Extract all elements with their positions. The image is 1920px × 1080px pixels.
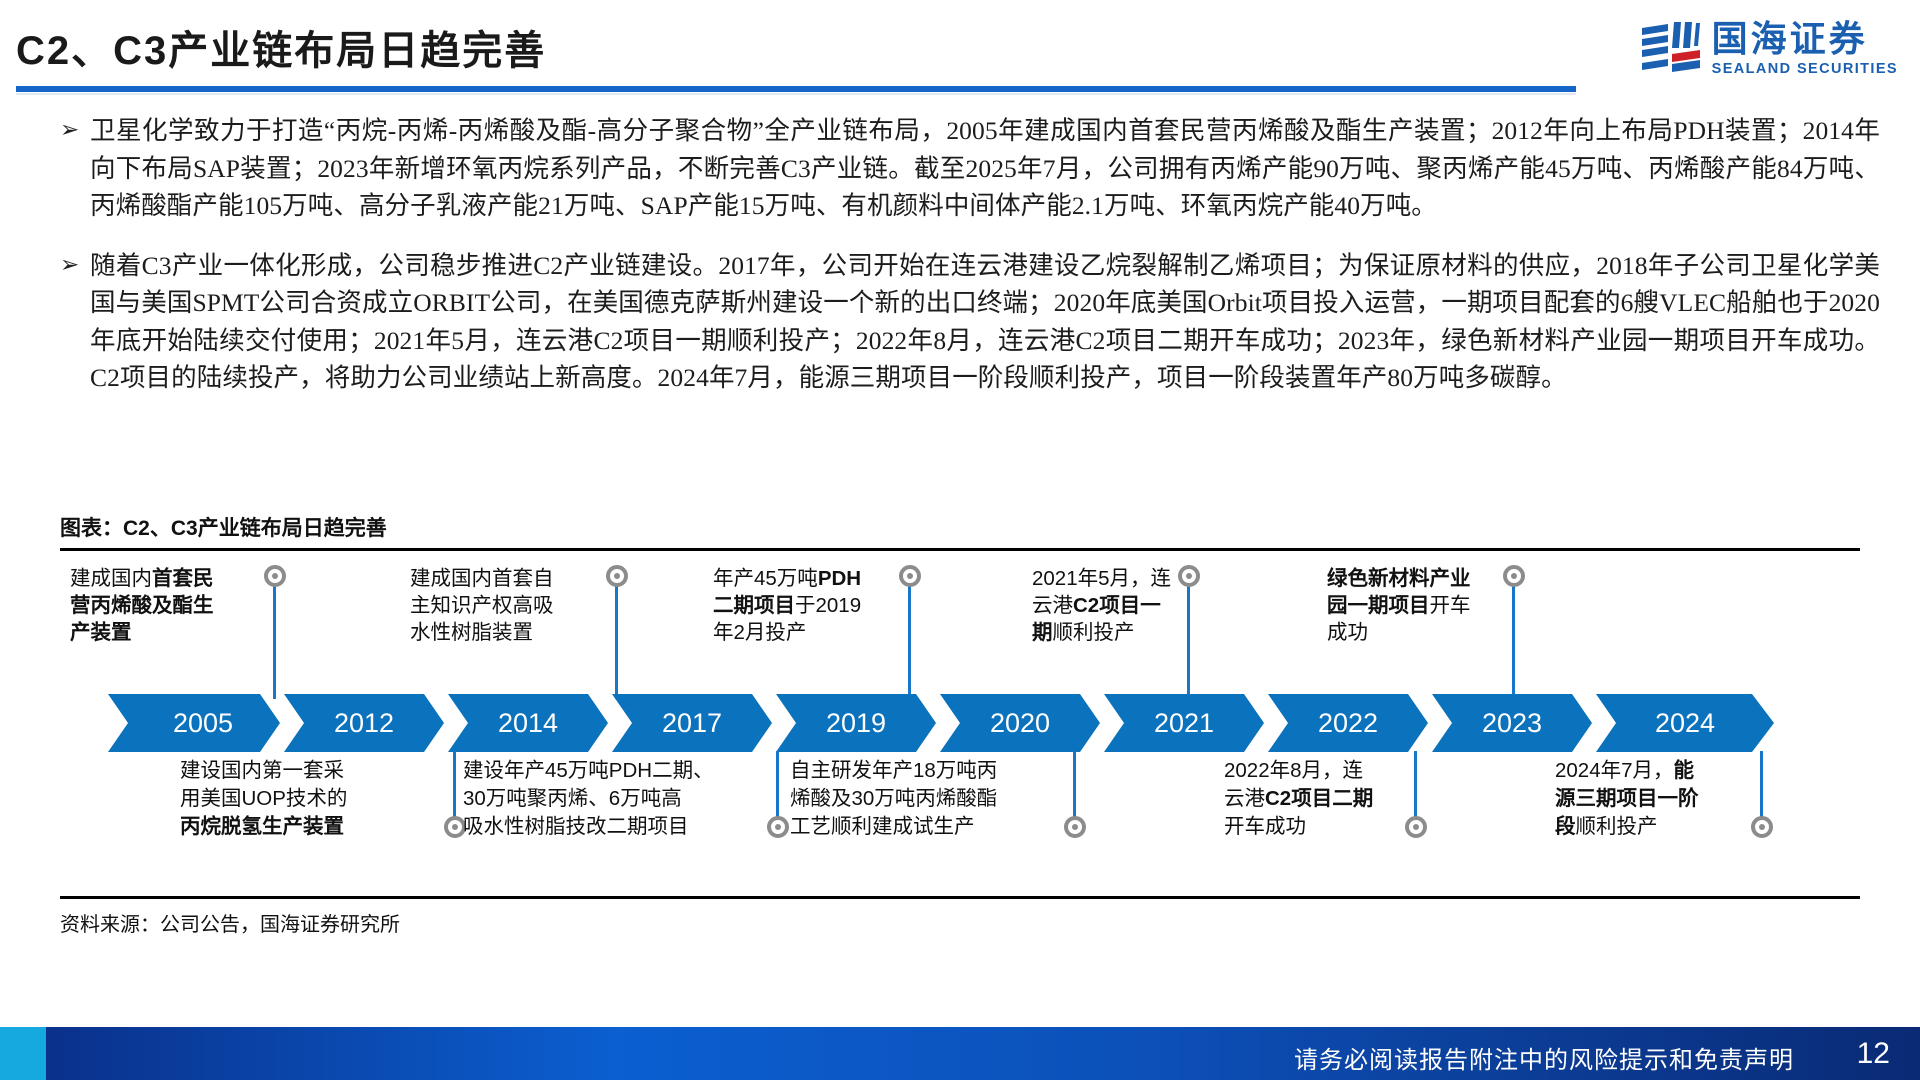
timeline-stem [273,577,276,699]
timeline-year-2017[interactable]: 2017 [612,694,772,752]
bullet-arrow-icon: ➢ [60,251,80,278]
figure-source: 资料来源：公司公告，国海证券研究所 [60,914,400,936]
callout-text: 2024年7月，能源三期项目一阶段顺利投产 [1555,759,1699,838]
timeline-callout-above-2021: 2021年5月，连云港C2项目一期顺利投产 [1032,565,1192,646]
footer-bar: 请务必阅读报告附注中的风险提示和免责声明 12 [0,1027,1920,1080]
timeline-node-marker [264,565,286,587]
timeline-node-marker [1178,565,1200,587]
timeline-callout-below-2022: 2022年8月，连云港C2项目二期开车成功 [1224,757,1404,841]
timeline-year-2019[interactable]: 2019 [776,694,936,752]
figure-block: 图表：C2、C3产业链布局日趋完善 建成国内首套民营丙烯酸及酯生产装置 建成国内… [60,512,1860,937]
timeline-node-marker [606,565,628,587]
footer-accent-block [0,1027,46,1080]
timeline-chart: 建成国内首套民营丙烯酸及酯生产装置 建成国内首套自主知识产权高吸水性树脂装置 年… [60,551,1860,896]
timeline-year-2022[interactable]: 2022 [1268,694,1428,752]
timeline-callout-above-2014: 建成国内首套自主知识产权高吸水性树脂装置 [410,565,606,646]
timeline-callout-above-2023: 绿色新材料产业园一期项目开车成功 [1327,565,1509,646]
callout-text: 建成国内首套民营丙烯酸及酯生产装置 [70,567,214,644]
figure-bottom-rule [60,896,1860,899]
callout-text: 2022年8月，连云港C2项目二期开车成功 [1224,759,1374,838]
timeline-callout-above-2005: 建成国内首套民营丙烯酸及酯生产装置 [70,565,270,646]
timeline-stem [1414,751,1417,823]
timeline-stem [1073,751,1076,823]
timeline-stem [908,577,911,699]
footer-page-number: 12 [1856,1037,1890,1070]
slide-header: C2、C3产业链布局日趋完善 国海证券 SEALAND SECURITIES [0,0,1920,96]
logo-name-cn: 国海证券 [1711,18,1868,60]
timeline-year-2012[interactable]: 2012 [284,694,444,752]
timeline-node-marker [1751,816,1773,838]
timeline-callout-below-2014: 建设年产45万吨PDH二期、30万吨聚丙烯、6万吨高吸水性树脂技改二期项目 [463,757,763,841]
timeline-year-2021[interactable]: 2021 [1104,694,1264,752]
callout-text: 自主研发年产18万吨丙烯酸及30万吨丙烯酸酯工艺顺利建成试生产 [790,759,998,838]
bullet-item: ➢ 卫星化学致力于打造“丙烷-丙烯-丙烯酸及酯-高分子聚合物”全产业链布局，20… [60,112,1880,225]
timeline-stem [453,751,456,823]
timeline-node-marker [1064,816,1086,838]
timeline-stem [1512,577,1515,699]
page-title: C2、C3产业链布局日趋完善 [16,29,547,73]
timeline-year-2014[interactable]: 2014 [448,694,608,752]
bullet-text: 随着C3产业一体化形成，公司稳步推进C2产业链建设。2017年，公司开始在连云港… [90,250,1880,393]
brand-logo: 国海证券 SEALAND SECURITIES [1638,18,1898,80]
timeline-callout-below-2017: 自主研发年产18万吨丙烯酸及30万吨丙烯酸酯工艺顺利建成试生产 [790,757,1062,841]
timeline-stem [1187,577,1190,699]
callout-text: 建设国内第一套采用美国UOP技术的丙烷脱氢生产装置 [180,759,348,838]
figure-top-rule [60,548,1860,551]
header-divider [16,86,1576,92]
body-bullets: ➢ 卫星化学致力于打造“丙烷-丙烯-丙烯酸及酯-高分子聚合物”全产业链布局，20… [60,112,1880,419]
timeline-node-marker [899,565,921,587]
bullet-text: 卫星化学致力于打造“丙烷-丙烯-丙烯酸及酯-高分子聚合物”全产业链布局，2005… [90,116,1880,220]
timeline-stem [776,751,779,823]
header-divider-thin [16,93,1576,95]
callout-text: 2021年5月，连云港C2项目一期顺利投产 [1032,567,1172,644]
logo-name-en: SEALAND SECURITIES [1711,61,1898,78]
callout-text: 绿色新材料产业园一期项目开车成功 [1327,567,1471,644]
callout-text: 建成国内首套自主知识产权高吸水性树脂装置 [410,567,554,644]
timeline-axis: 2005 2012 2014 2017 2019 2020 2021 2022 … [108,694,1774,752]
timeline-node-marker [444,816,466,838]
timeline-year-2005[interactable]: 2005 [108,694,280,752]
timeline-year-2024[interactable]: 2024 [1596,694,1774,752]
timeline-stem [1760,751,1763,823]
figure-caption: 图表：C2、C3产业链布局日趋完善 [60,517,387,540]
sealand-logo-icon [1641,22,1700,72]
timeline-node-marker [1405,816,1427,838]
bullet-item: ➢ 随着C3产业一体化形成，公司稳步推进C2产业链建设。2017年，公司开始在连… [60,247,1880,397]
timeline-node-marker [767,816,789,838]
timeline-year-2020[interactable]: 2020 [940,694,1100,752]
timeline-year-2023[interactable]: 2023 [1432,694,1592,752]
callout-text: 建设年产45万吨PDH二期、30万吨聚丙烯、6万吨高吸水性树脂技改二期项目 [463,759,714,838]
timeline-node-marker [1503,565,1525,587]
footer-disclaimer: 请务必阅读报告附注中的风险提示和免责声明 [1294,1047,1794,1074]
bullet-arrow-icon: ➢ [60,117,80,143]
timeline-callout-below-2012: 建设国内第一套采用美国UOP技术的丙烷脱氢生产装置 [180,757,436,841]
timeline-callout-below-2024: 2024年7月，能源三期项目一阶段顺利投产 [1555,757,1745,841]
timeline-stem [615,577,618,699]
